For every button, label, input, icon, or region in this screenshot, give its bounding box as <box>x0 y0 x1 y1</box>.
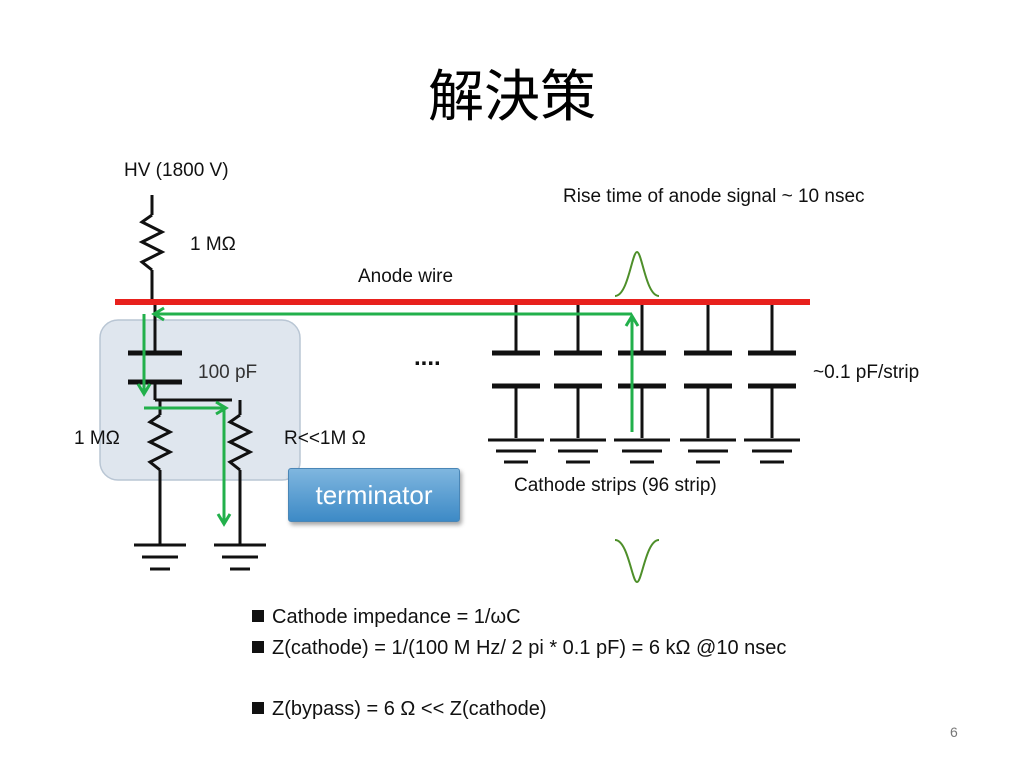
terminator-resistor <box>226 400 254 545</box>
square-bullet-icon <box>252 702 264 714</box>
bias-resistor-label: 1 MΩ <box>74 428 120 449</box>
square-bullet-icon <box>252 641 264 653</box>
strip-capacitor-4 <box>680 305 736 464</box>
list-item: Cathode impedance = 1/ωC <box>252 602 786 633</box>
cathode-pulse-icon <box>614 539 660 584</box>
list-item: Z(cathode) = 1/(100 M Hz/ 2 pi * 0.1 pF)… <box>252 633 786 664</box>
strip-capacitor-5 <box>744 305 800 464</box>
note-text: Cathode impedance = 1/ωC <box>272 606 521 628</box>
hv-resistor <box>138 195 166 302</box>
anode-pulse-icon <box>614 250 660 297</box>
ellipsis-label: .... <box>414 344 441 371</box>
terminator-resistor-label: R<<1M Ω <box>284 428 366 449</box>
page-title: 解決策 <box>428 65 596 130</box>
capacitor-label: 100 pF <box>198 362 258 383</box>
rise-time-label: Rise time of anode signal ~ 10 nsec <box>563 186 865 207</box>
cathode-strips-label: Cathode strips (96 strip) <box>514 475 717 496</box>
hv-label: HV (1800 V) <box>124 160 229 181</box>
square-bullet-icon <box>252 610 264 622</box>
ground-left-icon <box>134 543 186 571</box>
anode-wire-label: Anode wire <box>358 266 454 287</box>
notes-list: Cathode impedance = 1/ωC Z(cathode) = 1/… <box>252 602 786 725</box>
strip-capacitor-2 <box>550 305 606 464</box>
list-item: Z(bypass) = 6 Ω << Z(cathode) <box>252 694 786 725</box>
strip-capacitor-1 <box>488 305 544 464</box>
strip-capacitor-3 <box>614 305 670 464</box>
note-text: Z(bypass) = 6 Ω << Z(cathode) <box>272 698 547 720</box>
strip-capacitance-label: ~0.1 pF/strip <box>813 362 920 383</box>
note-text: Z(cathode) = 1/(100 M Hz/ 2 pi * 0.1 pF)… <box>272 637 787 659</box>
signal-path <box>136 306 640 527</box>
terminator-badge: terminator <box>288 468 460 522</box>
ground-right-icon <box>214 543 266 571</box>
hv-resistor-label: 1 MΩ <box>190 234 236 255</box>
page-number: 6 <box>950 724 958 740</box>
